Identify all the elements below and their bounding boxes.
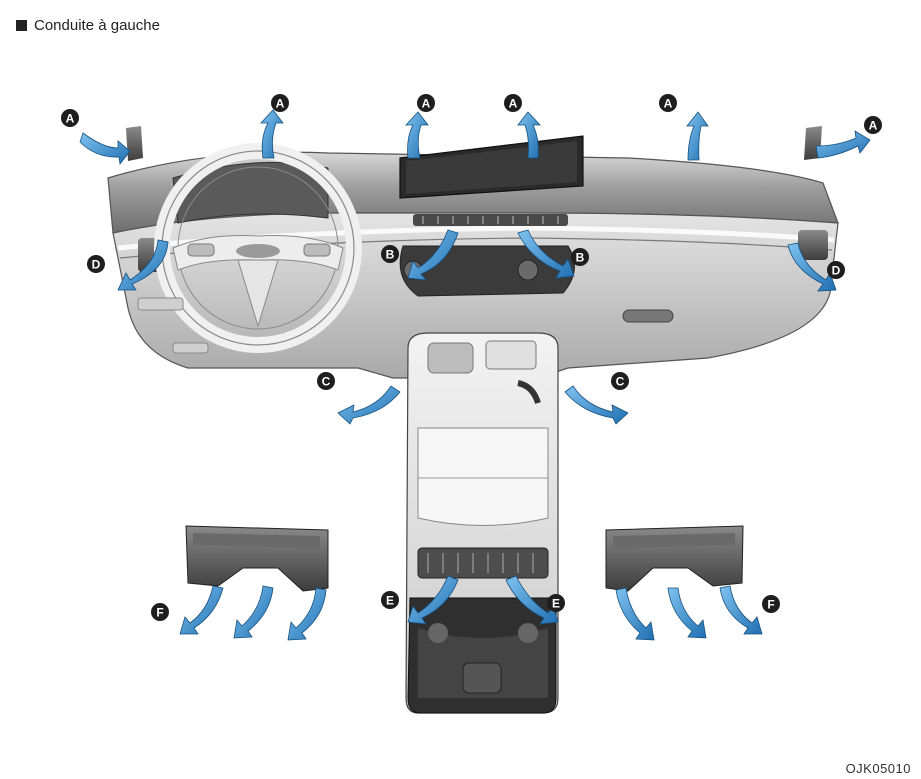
diagram-frame: Conduite à gauche bbox=[8, 8, 915, 772]
svg-text:A: A bbox=[664, 97, 673, 111]
callout-b-1: B bbox=[381, 245, 399, 263]
svg-text:E: E bbox=[386, 594, 394, 608]
figure-code: OJK05010 bbox=[846, 761, 911, 776]
dashboard-vent-illustration: A A A A A A B B C C D D E E F F bbox=[8, 8, 915, 772]
callout-a-4: A bbox=[504, 94, 522, 112]
callout-c-2: C bbox=[611, 372, 629, 390]
callout-a-1: A bbox=[61, 109, 79, 127]
center-vent-strip bbox=[413, 214, 568, 226]
rear-console-vent bbox=[418, 548, 548, 578]
callout-a-5: A bbox=[659, 94, 677, 112]
svg-text:B: B bbox=[386, 248, 395, 262]
callout-d-1: D bbox=[87, 255, 105, 273]
callout-c-1: C bbox=[317, 372, 335, 390]
callout-a-label: A bbox=[66, 112, 75, 126]
callout-f-1: F bbox=[151, 603, 169, 621]
callout-e-1: E bbox=[381, 591, 399, 609]
svg-text:E: E bbox=[552, 597, 560, 611]
glovebox-handle bbox=[623, 310, 673, 322]
callout-a-3: A bbox=[417, 94, 435, 112]
callout-a-2: A bbox=[271, 94, 289, 112]
callout-b-2: B bbox=[571, 248, 589, 266]
svg-text:C: C bbox=[322, 375, 331, 389]
svg-text:D: D bbox=[92, 258, 101, 272]
svg-text:A: A bbox=[869, 119, 878, 133]
left-demist-vent bbox=[126, 126, 143, 161]
callout-a-6: A bbox=[864, 116, 882, 134]
svg-text:F: F bbox=[156, 606, 163, 620]
svg-text:A: A bbox=[509, 97, 518, 111]
svg-text:B: B bbox=[576, 251, 585, 265]
callout-d-2: D bbox=[827, 261, 845, 279]
svg-text:F: F bbox=[767, 598, 774, 612]
svg-text:A: A bbox=[276, 97, 285, 111]
svg-text:D: D bbox=[832, 264, 841, 278]
svg-text:A: A bbox=[422, 97, 431, 111]
callout-f-2: F bbox=[762, 595, 780, 613]
callout-e-2: E bbox=[547, 594, 565, 612]
svg-text:C: C bbox=[616, 375, 625, 389]
